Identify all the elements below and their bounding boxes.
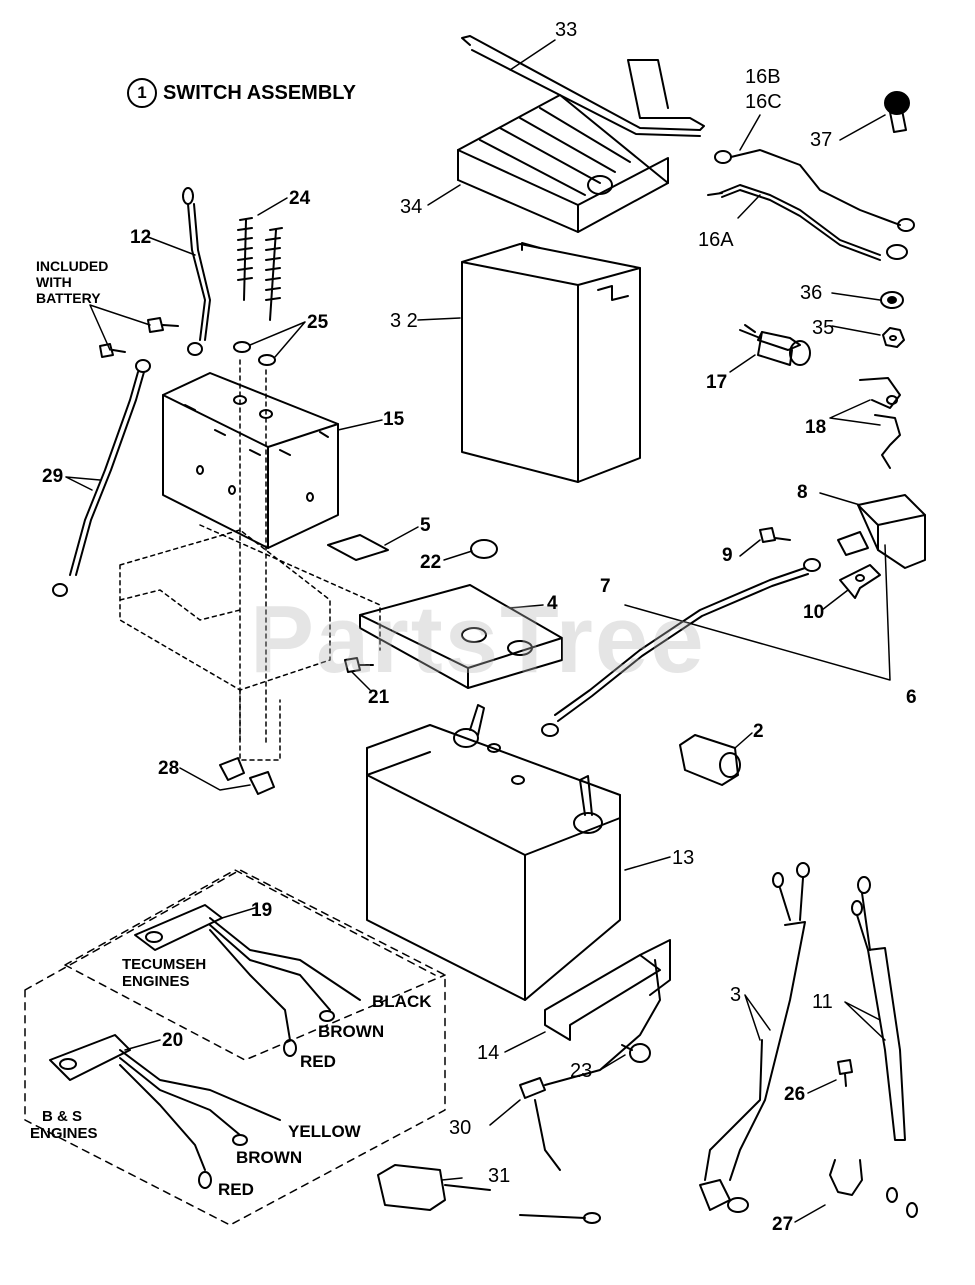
- callout-9: 9: [722, 545, 733, 566]
- wire-brown-bs: BROWN: [236, 1148, 303, 1167]
- part-37-screw: [884, 91, 910, 133]
- callout-7: 7: [600, 576, 611, 597]
- callout-27: 27: [772, 1214, 794, 1235]
- callout-2: 2: [753, 721, 764, 742]
- title-text: SWITCH ASSEMBLY: [163, 81, 356, 104]
- part-3-harness: [699, 862, 810, 1213]
- part-20-harness: [49, 1034, 281, 1189]
- callout-24: 24: [289, 188, 311, 209]
- part-18-keys: [859, 377, 901, 469]
- callout-35: 35: [812, 317, 835, 339]
- part-5-decal: [327, 534, 389, 561]
- callout-30: 30: [449, 1117, 472, 1139]
- part-7-cable: [541, 558, 821, 737]
- callout-23: 23: [570, 1060, 593, 1082]
- callout-5: 5: [420, 515, 431, 536]
- part-32-battery-box: [461, 242, 641, 483]
- wire-brown-tecumseh: BROWN: [318, 1022, 385, 1041]
- part-17-ignition-switch: [739, 324, 811, 366]
- part-19-harness: [134, 904, 361, 1057]
- callout-16b: 16B: [745, 66, 781, 88]
- part-34-battery-cover: [457, 94, 669, 233]
- callout-26: 26: [784, 1084, 806, 1105]
- bs-label-1: B & S: [42, 1108, 83, 1125]
- engine-group-box: [24, 869, 446, 1226]
- wire-yellow: YELLOW: [288, 1122, 361, 1141]
- part-28-clips: [219, 757, 275, 795]
- part-9-screw: [759, 527, 791, 543]
- part-14-bracket: [544, 939, 671, 1041]
- tecumseh-label-2: ENGINES: [122, 973, 190, 990]
- included-note-line-1: INCLUDED: [36, 258, 109, 274]
- callout-32: 3 2: [390, 310, 418, 332]
- part-11-harness: [851, 876, 918, 1218]
- callout-25: 25: [307, 312, 329, 333]
- callout-10: 10: [803, 602, 825, 623]
- callout-22: 22: [420, 552, 442, 573]
- part-26-screw: [837, 1059, 853, 1087]
- part-35-nut: [882, 327, 905, 348]
- part-33-hold-down-rod: [461, 35, 705, 137]
- callout-15: 15: [383, 409, 405, 430]
- included-note-line-3: BATTERY: [36, 290, 101, 306]
- callout-11: 11: [812, 991, 833, 1013]
- part-27-strap: [829, 1159, 863, 1196]
- battery-screws: [99, 317, 179, 358]
- callout-28: 28: [158, 758, 180, 779]
- callout-16c: 16C: [745, 91, 782, 113]
- part-36-washer: [880, 291, 904, 309]
- callout-14: 14: [477, 1042, 500, 1064]
- part-24-bolts: [237, 217, 283, 321]
- callout-6: 6: [906, 687, 917, 708]
- leader-lines: [65, 39, 886, 1223]
- callout-34: 34: [400, 196, 423, 218]
- part-15-battery-bracket: [162, 372, 339, 549]
- callout-17: 17: [706, 372, 728, 393]
- frame-outline: [119, 359, 381, 761]
- tecumseh-label-1: TECUMSEH: [122, 956, 207, 973]
- callout-31: 31: [488, 1165, 511, 1187]
- callout-12: 12: [130, 227, 152, 248]
- part-16-cables: [707, 149, 915, 261]
- watermark: PartsTree: [250, 586, 706, 693]
- callout-19: 19: [251, 900, 273, 921]
- callout-36: 36: [800, 282, 823, 304]
- page-title: 1 SWITCH ASSEMBLY: [127, 78, 356, 108]
- wire-red-bs: RED: [218, 1180, 254, 1199]
- part-29-cable: [52, 359, 151, 597]
- callout-29: 29: [42, 466, 64, 487]
- callout-21: 21: [368, 687, 390, 708]
- bs-label-2: ENGINES: [30, 1125, 98, 1142]
- callout-37: 37: [810, 129, 833, 151]
- title-number: 1: [127, 78, 157, 108]
- part-22-plug: [470, 539, 498, 559]
- callout-4: 4: [547, 593, 558, 614]
- callout-13: 13: [672, 847, 695, 869]
- callout-3: 3: [730, 984, 742, 1006]
- callout-33: 33: [555, 19, 578, 41]
- part-31-switch: [377, 1164, 601, 1224]
- part-10-clip: [839, 564, 881, 599]
- part-8-terminal-boot: [837, 494, 926, 569]
- callout-20: 20: [162, 1030, 184, 1051]
- part-21-screw: [344, 657, 374, 673]
- wire-black: BLACK: [372, 992, 432, 1011]
- part-2-solenoid: [679, 734, 741, 786]
- callout-16a: 16A: [698, 229, 734, 251]
- callout-8: 8: [797, 482, 808, 503]
- part-12-cable: [182, 187, 211, 356]
- included-note-line-2: WITH: [36, 274, 72, 290]
- part-13-battery: [366, 704, 621, 1001]
- part-25-washers: [233, 341, 276, 366]
- part-4-battery-tray: [359, 584, 563, 689]
- leader-lines-6: [624, 544, 891, 681]
- part-30-harness: [519, 959, 661, 1171]
- callout-18: 18: [805, 417, 827, 438]
- wire-red-tecumseh: RED: [300, 1052, 336, 1071]
